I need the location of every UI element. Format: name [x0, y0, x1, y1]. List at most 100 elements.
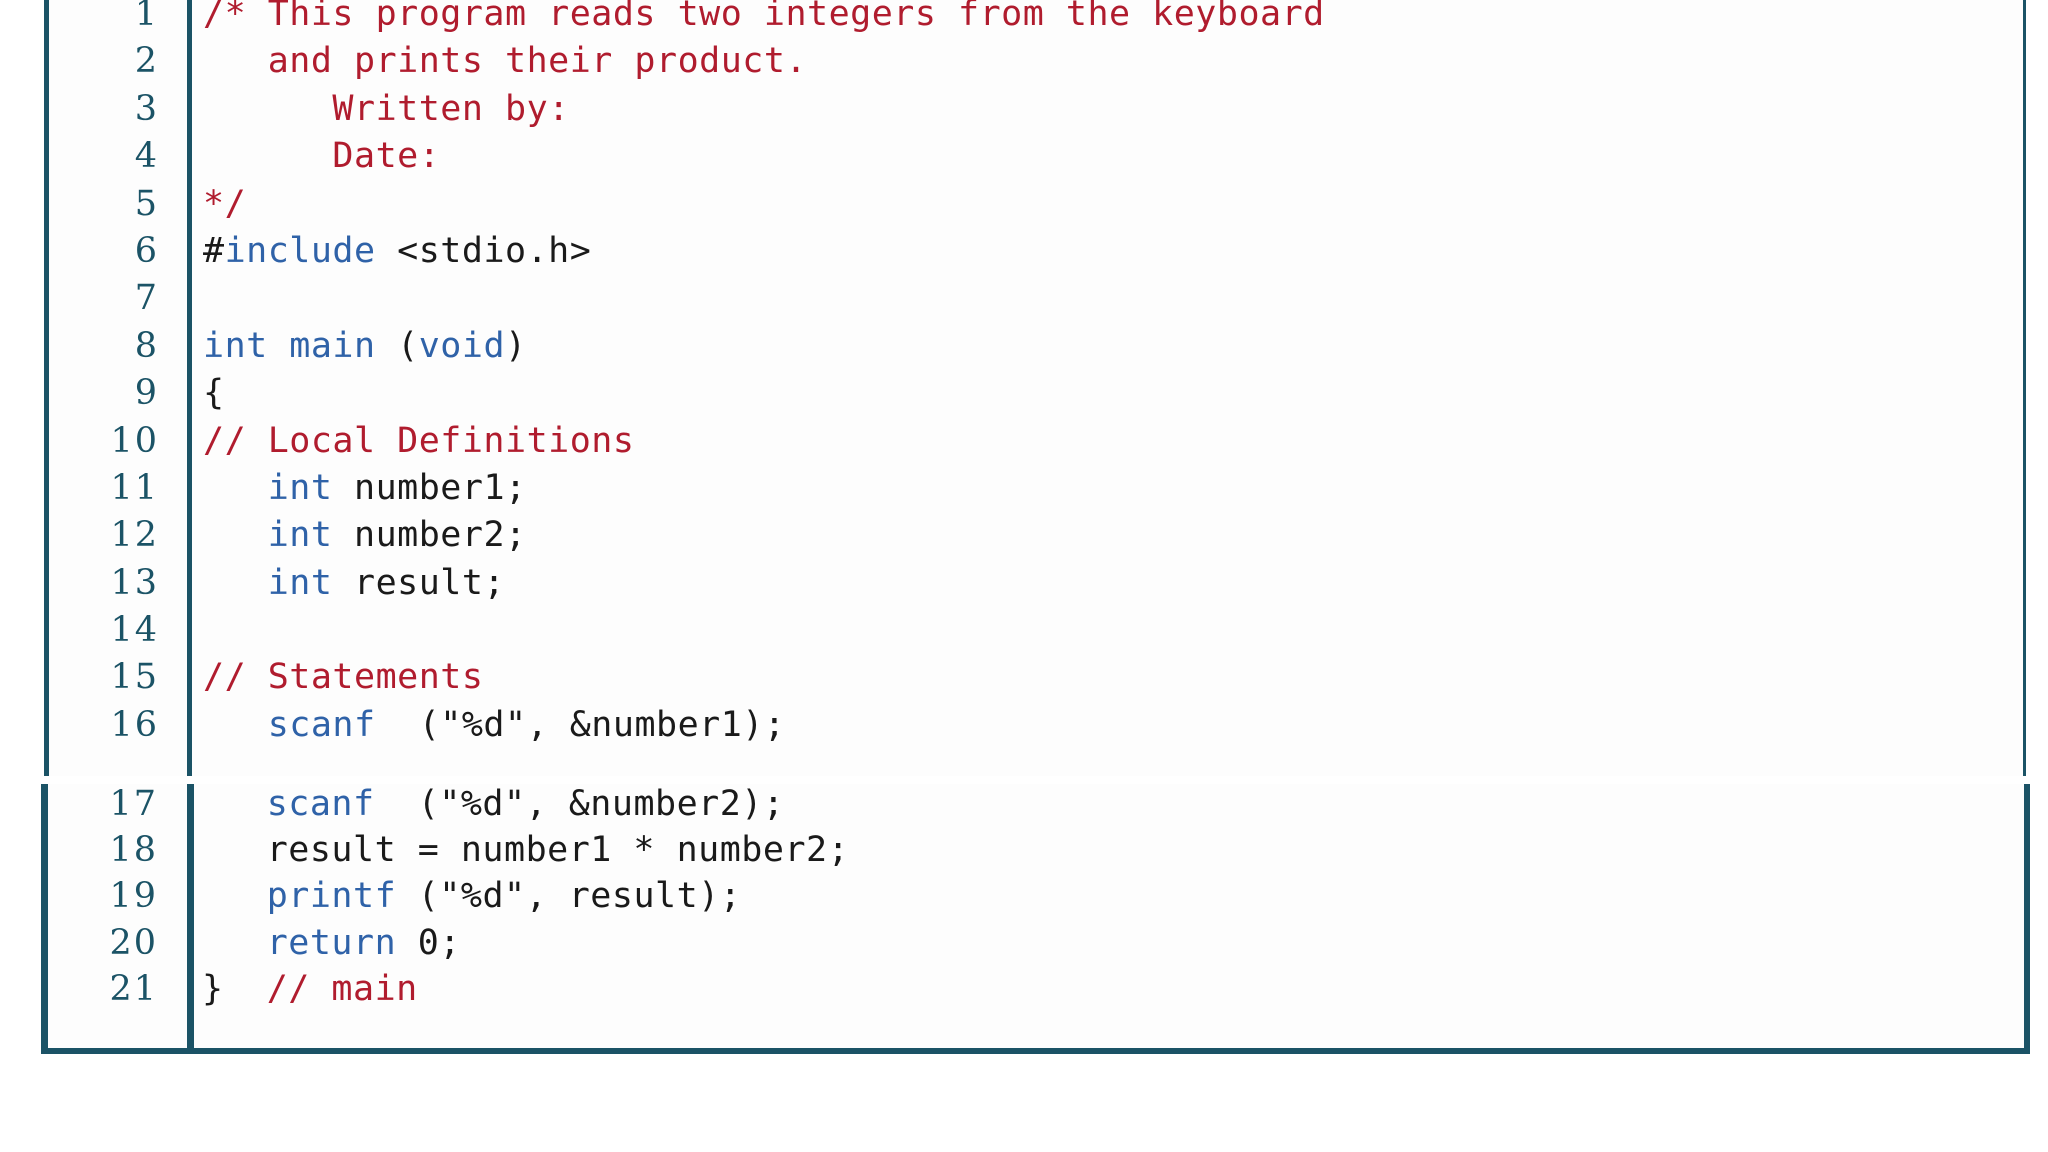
code-line: 7 — [49, 278, 2023, 325]
token-comment: Written by: — [203, 88, 570, 129]
line-source: Date: — [177, 136, 2023, 176]
line-source: } // main — [176, 969, 2024, 1009]
code-line: 10 // Local Definitions — [49, 421, 2023, 468]
line-source: return 0; — [176, 923, 2024, 963]
code-line: 12 int number2; — [49, 515, 2023, 562]
token-plain: ("%d", &number1); — [375, 704, 786, 745]
token-keyword: return — [266, 922, 397, 963]
line-number: 11 — [110, 467, 159, 508]
line-number: 15 — [110, 657, 159, 698]
line-source: int result; — [177, 563, 2023, 603]
line-number: 20 — [109, 922, 158, 963]
token-plain — [202, 784, 267, 824]
line-source: // Statements — [177, 657, 2023, 697]
line-number: 16 — [110, 704, 159, 745]
line-source: result = number1 * number2; — [176, 830, 2024, 870]
token-comment: // main — [266, 968, 418, 1009]
code-line: 6 #include <stdio.h> — [49, 231, 2023, 278]
line-number: 12 — [110, 515, 159, 556]
token-plain: number2; — [332, 515, 527, 556]
code-line: 21 } // main — [48, 969, 2024, 1015]
token-plain: { — [203, 373, 225, 414]
line-number: 3 — [134, 88, 159, 129]
line-source: scanf ("%d", &number2); — [176, 784, 2024, 824]
code-line: 19 printf ("%d", result); — [48, 876, 2024, 922]
line-source: Written by: — [177, 89, 2023, 129]
token-plain — [203, 563, 268, 603]
line-number: 14 — [110, 610, 159, 651]
line-number: 4 — [134, 136, 159, 177]
token-plain — [203, 705, 268, 745]
token-comment: and prints their product. — [203, 41, 808, 82]
code-line: 16 scanf ("%d", &number1); — [49, 705, 2023, 752]
line-number: 9 — [134, 373, 159, 414]
line-source: scanf ("%d", &number1); — [177, 705, 2023, 745]
code-line: 18 result = number1 * number2; — [48, 830, 2024, 876]
line-number: 18 — [109, 830, 158, 871]
token-keyword: void — [418, 325, 506, 366]
line-source: { — [177, 373, 2023, 413]
token-plain: <stdio.h> — [375, 230, 592, 271]
line-number: 10 — [110, 420, 159, 461]
code-line: 13 int result; — [49, 563, 2023, 610]
token-keyword: include — [224, 230, 376, 271]
line-number: 2 — [134, 41, 159, 82]
line-number: 8 — [134, 325, 159, 366]
line-number: 13 — [110, 562, 159, 603]
code-block-upper: 1 /* This program reads two integers from… — [44, 0, 2026, 776]
line-number: 5 — [134, 183, 159, 224]
token-plain: 0; — [396, 922, 461, 963]
code-line: 15 // Statements — [49, 657, 2023, 704]
code-line: 2 and prints their product. — [49, 41, 2023, 88]
line-source: */ — [177, 184, 2023, 224]
gutter-divider-rule — [187, 0, 192, 776]
token-func: scanf — [267, 704, 376, 745]
token-comment: /* This program reads two integers from … — [203, 0, 1325, 34]
line-source: int number1; — [177, 468, 2023, 508]
token-plain: ("%d", &number2); — [374, 784, 785, 824]
token-plain — [202, 876, 267, 916]
line-number: 7 — [134, 278, 159, 319]
line-source: /* This program reads two integers from … — [177, 0, 2023, 34]
token-plain: ) — [505, 325, 527, 366]
token-comment: // Statements — [203, 657, 484, 698]
token-keyword: int — [267, 562, 333, 603]
token-plain: # — [203, 230, 225, 271]
code-line: 5 */ — [49, 184, 2023, 231]
token-plain: number1; — [332, 467, 527, 508]
token-func: printf — [266, 876, 397, 917]
token-plain: result; — [332, 562, 506, 603]
line-number: 17 — [109, 784, 158, 824]
code-block-lower: 17 scanf ("%d", &number2);18 result = nu… — [41, 784, 2030, 1054]
line-source: int number2; — [177, 515, 2023, 555]
line-number: 1 — [134, 0, 159, 34]
token-func: scanf — [266, 784, 375, 824]
line-source: #include <stdio.h> — [177, 231, 2023, 271]
token-comment: Date: — [203, 136, 441, 177]
token-plain: result = number1 * number2; — [202, 830, 850, 871]
code-line: 17 scanf ("%d", &number2); — [48, 784, 2024, 830]
token-keyword: int main — [203, 325, 398, 366]
code-rows-lower: 17 scanf ("%d", &number2);18 result = nu… — [48, 784, 2024, 1015]
code-line: 20 return 0; — [48, 923, 2024, 969]
token-plain: ( — [397, 325, 419, 366]
token-plain: ("%d", result); — [396, 876, 742, 917]
code-rows-upper: 1 /* This program reads two integers from… — [49, 0, 2023, 752]
line-source: and prints their product. — [177, 41, 2023, 81]
token-plain — [203, 515, 268, 555]
line-number: 21 — [109, 968, 158, 1009]
token-comment: // Local Definitions — [203, 420, 635, 461]
token-comment: */ — [203, 183, 247, 224]
code-line: 8 int main (void) — [49, 326, 2023, 373]
line-source: int main (void) — [177, 326, 2023, 366]
code-line: 14 — [49, 610, 2023, 657]
code-line: 11 int number1; — [49, 468, 2023, 515]
token-plain — [203, 468, 268, 508]
gutter-divider-rule — [187, 784, 194, 1048]
code-line: 1 /* This program reads two integers from… — [49, 0, 2023, 41]
token-keyword: int — [267, 467, 333, 508]
line-number: 19 — [109, 876, 158, 917]
line-number: 6 — [134, 230, 159, 271]
token-keyword: int — [267, 515, 333, 556]
